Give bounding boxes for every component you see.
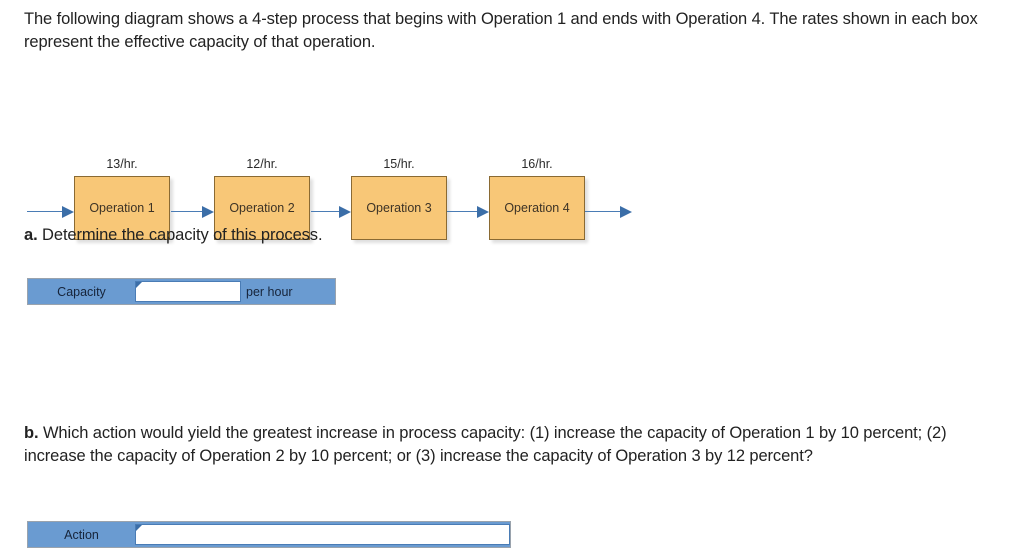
- flow-arrow-1-to-2: [171, 206, 214, 218]
- operation-box-2-label: Operation 2: [229, 201, 295, 215]
- operation-box-3: Operation 3: [351, 176, 447, 240]
- part-a-text: Determine the capacity of this process.: [37, 226, 323, 244]
- operation-box-1: Operation 1: [74, 176, 170, 240]
- action-answer-row: Action: [27, 521, 511, 548]
- part-a-marker: a.: [24, 226, 38, 244]
- operation-box-2: Operation 2: [214, 176, 310, 240]
- part-b-question: b. Which action would yield the greatest…: [24, 422, 1008, 468]
- part-b-marker: b.: [24, 424, 39, 442]
- rate-label-operation-3: 15/hr.: [383, 157, 415, 171]
- capacity-unit-label: per hour: [241, 279, 335, 304]
- action-input[interactable]: [136, 525, 509, 544]
- action-row-label: Action: [28, 522, 135, 547]
- flow-arrow-in: [27, 206, 74, 218]
- rate-label-operation-4: 16/hr.: [521, 157, 553, 171]
- operation-box-1-label: Operation 1: [89, 201, 155, 215]
- rate-label-operation-1: 13/hr.: [106, 157, 138, 171]
- operation-box-3-label: Operation 3: [366, 201, 432, 215]
- part-a-question: a. Determine the capacity of this proces…: [24, 224, 824, 247]
- operation-box-4-label: Operation 4: [504, 201, 570, 215]
- capacity-input[interactable]: [136, 282, 240, 301]
- flow-arrow-out: [585, 206, 632, 218]
- capacity-answer-row: Capacity per hour: [27, 278, 336, 305]
- part-b-text: Which action would yield the greatest in…: [24, 424, 947, 465]
- intro-paragraph: The following diagram shows a 4-step pro…: [24, 10, 978, 51]
- action-input-cell[interactable]: [135, 524, 510, 545]
- process-flow-diagram: 13/hr. Operation 1 12/hr. Operation 2 15…: [0, 75, 660, 240]
- capacity-input-cell[interactable]: [135, 281, 241, 302]
- flow-arrow-2-to-3: [311, 206, 351, 218]
- operation-box-4: Operation 4: [489, 176, 585, 240]
- rate-label-operation-2: 12/hr.: [246, 157, 278, 171]
- flow-arrow-3-to-4: [447, 206, 489, 218]
- capacity-row-label: Capacity: [28, 279, 135, 304]
